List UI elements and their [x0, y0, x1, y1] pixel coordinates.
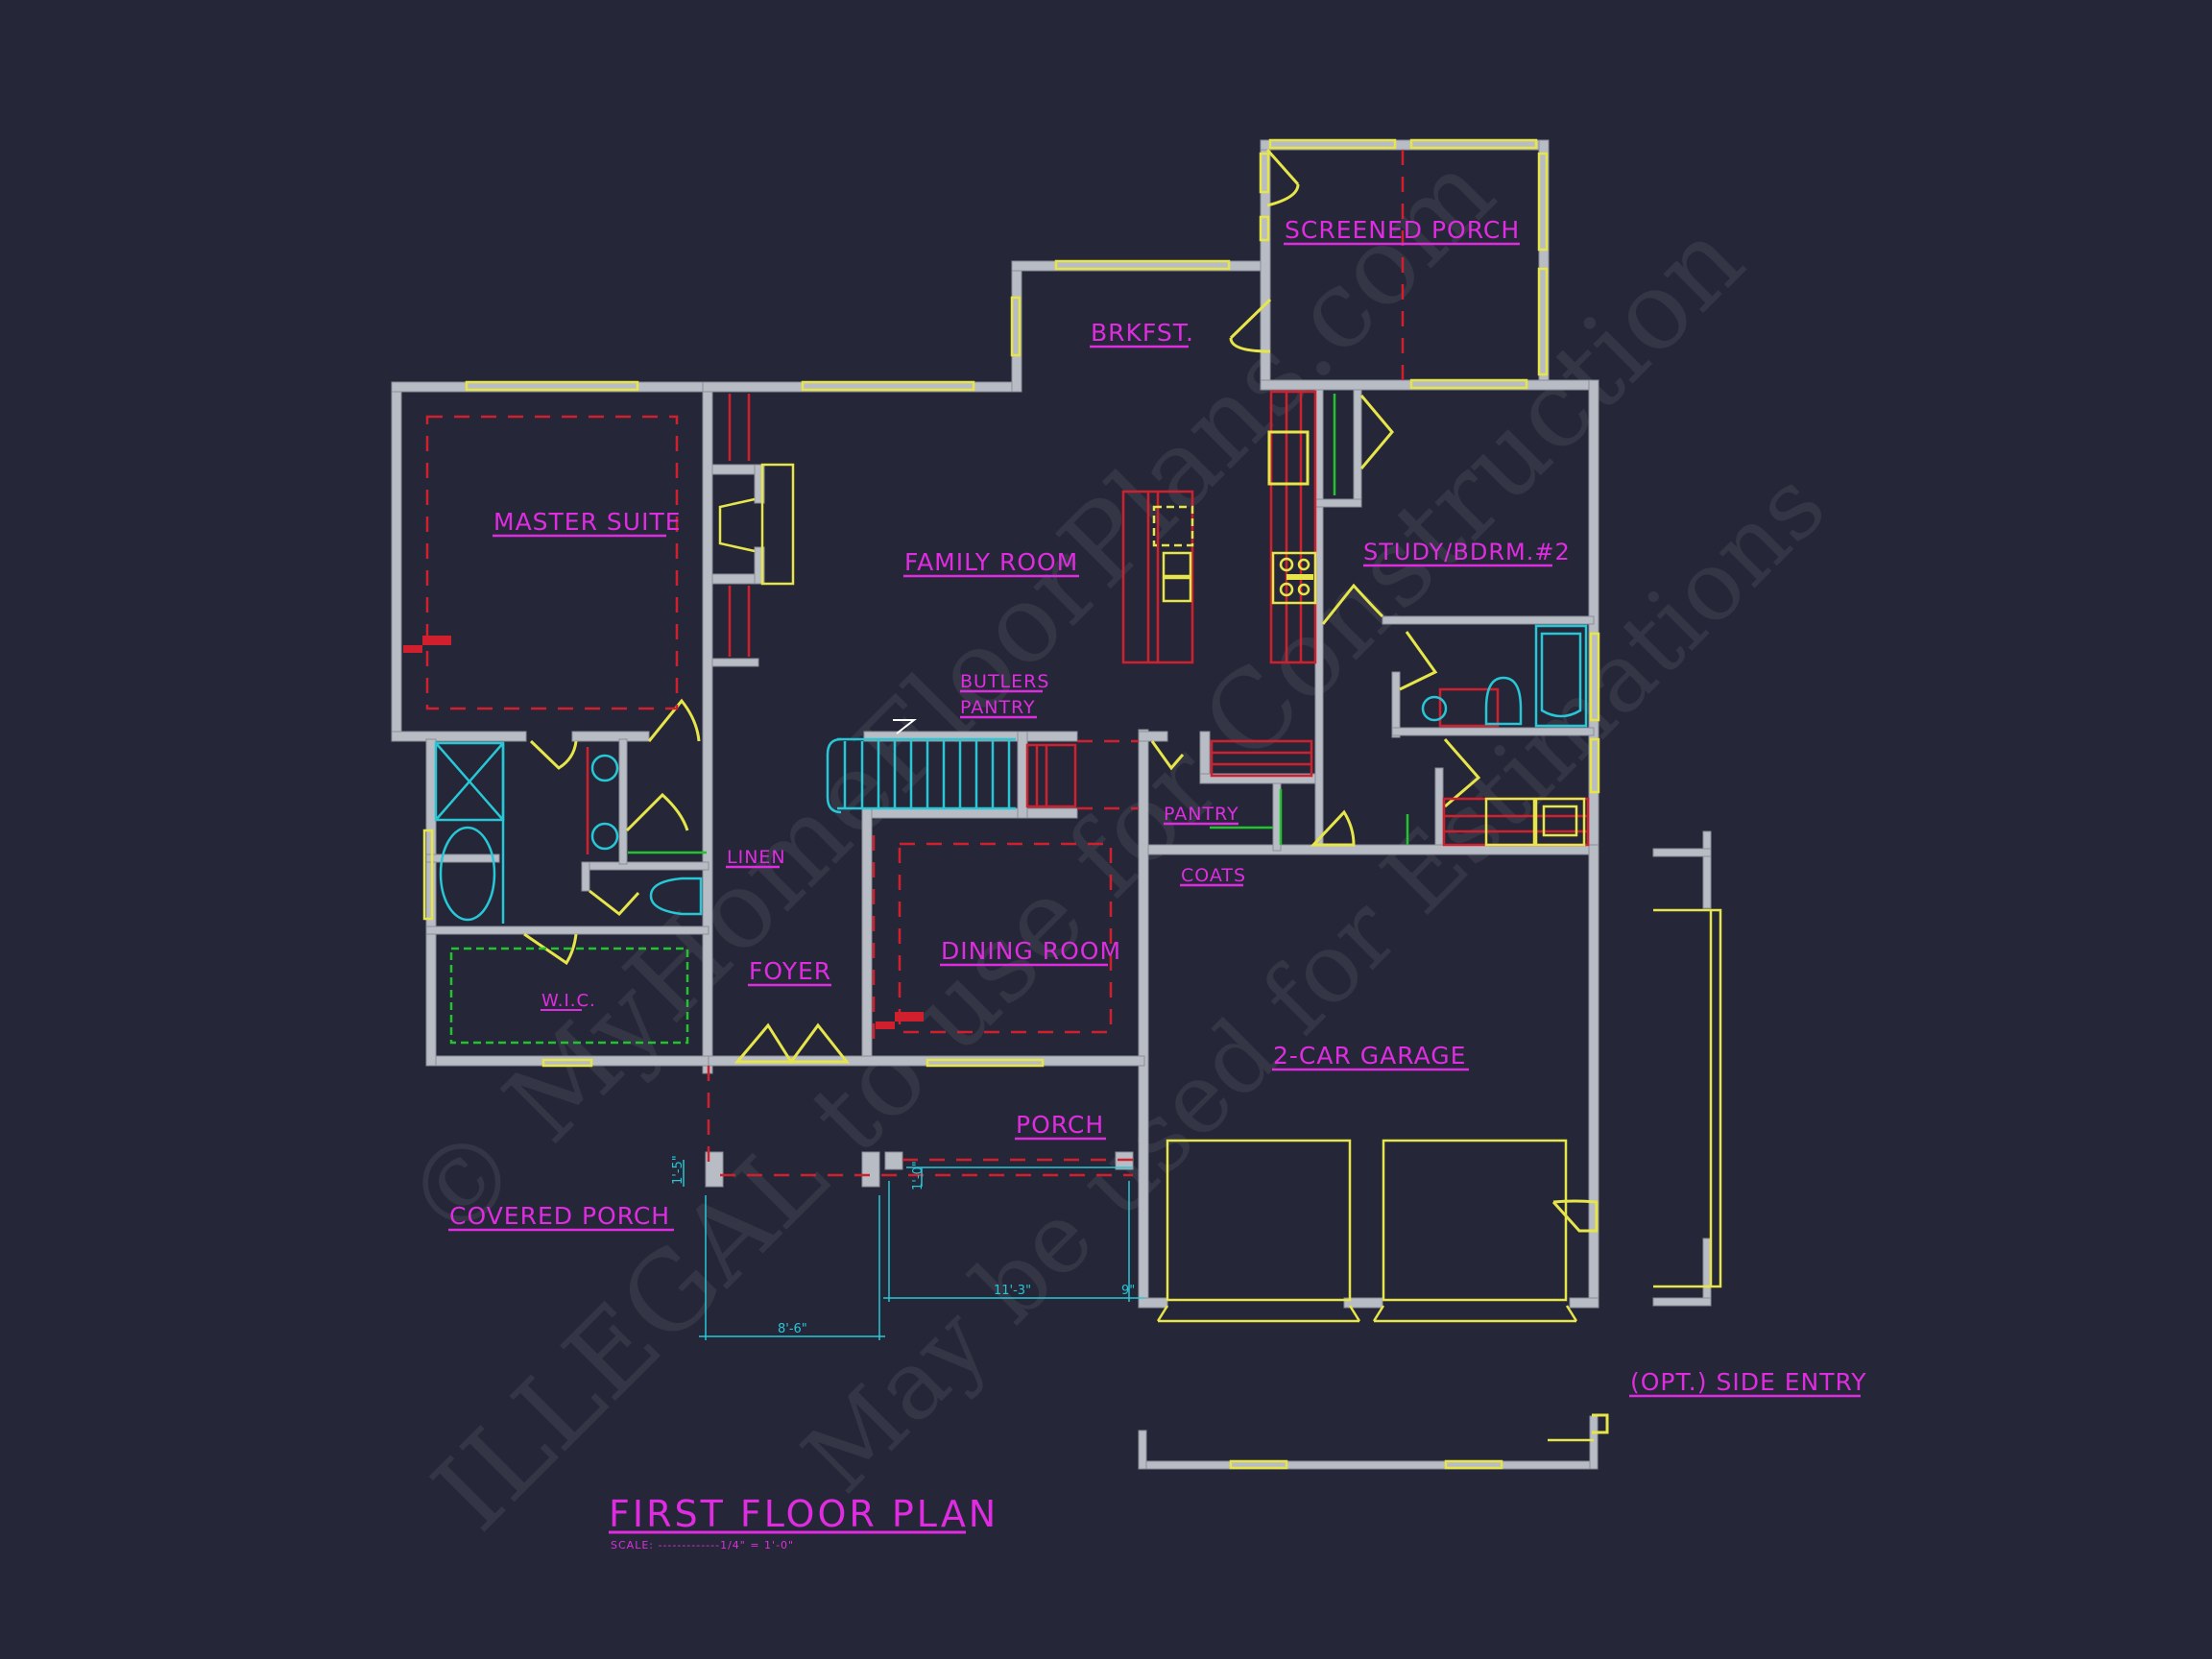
- windows: [422, 138, 1600, 1470]
- label-master-suite: MASTER SUITE: [493, 508, 682, 536]
- dimension-pier-left: 1'-5": [671, 1155, 685, 1185]
- dimension-nine-inch: 9": [1121, 1284, 1135, 1298]
- dimensions: 8'-6" 11'-3" 9" 1'-5" 1'-0": [671, 1155, 1144, 1340]
- label-screened-porch: SCREENED PORCH: [1285, 216, 1520, 244]
- label-butlers: BUTLERS: [960, 671, 1049, 692]
- label-foyer: FOYER: [749, 957, 831, 985]
- garage-doors: [1156, 908, 1722, 1442]
- label-coats: COATS: [1181, 865, 1246, 886]
- stairs: [826, 719, 1016, 814]
- shelving: [449, 394, 1409, 1045]
- label-linen: LINEN: [727, 847, 786, 868]
- label-2-car-garage: 2-CAR GARAGE: [1273, 1042, 1466, 1070]
- label-porch: PORCH: [1016, 1111, 1104, 1139]
- label-covered-porch: COVERED PORCH: [449, 1202, 670, 1230]
- doors: [523, 149, 1609, 1434]
- label-dining-room: DINING ROOM: [941, 937, 1121, 965]
- dimension-porch-width: 11'-3": [994, 1284, 1031, 1298]
- label-opt-side-entry: (OPT.) SIDE ENTRY: [1630, 1368, 1867, 1396]
- label-study-bdrm2: STUDY/BDRM.#2: [1363, 539, 1571, 565]
- dimension-pier-right: 1'-0": [911, 1161, 926, 1190]
- dimension-covered-porch-width: 8'-6": [778, 1322, 807, 1336]
- label-brkfst: BRKFST.: [1091, 319, 1194, 347]
- title-block: FIRST FLOOR PLAN SCALE: -------------1/4…: [609, 1493, 998, 1551]
- watermark-line-2: ILLEGAL to use for Construction: [410, 197, 1767, 1554]
- drawing-title: FIRST FLOOR PLAN: [609, 1493, 998, 1535]
- label-butlers-pantry: PANTRY: [960, 697, 1036, 718]
- label-pantry: PANTRY: [1164, 804, 1239, 825]
- drawing-scale: SCALE: -------------1/4" = 1'-0": [611, 1539, 794, 1551]
- ceiling-lines: [403, 150, 1590, 1177]
- walls: [391, 139, 1712, 1470]
- room-labels: SCREENED PORCH BRKFST. MASTER SUITE FAMI…: [448, 216, 1867, 1398]
- label-family-room: FAMILY ROOM: [904, 548, 1078, 576]
- label-wic: W.I.C.: [541, 991, 596, 1011]
- bath-fixtures: [434, 624, 1588, 924]
- kitchen-fixtures: [718, 430, 1586, 847]
